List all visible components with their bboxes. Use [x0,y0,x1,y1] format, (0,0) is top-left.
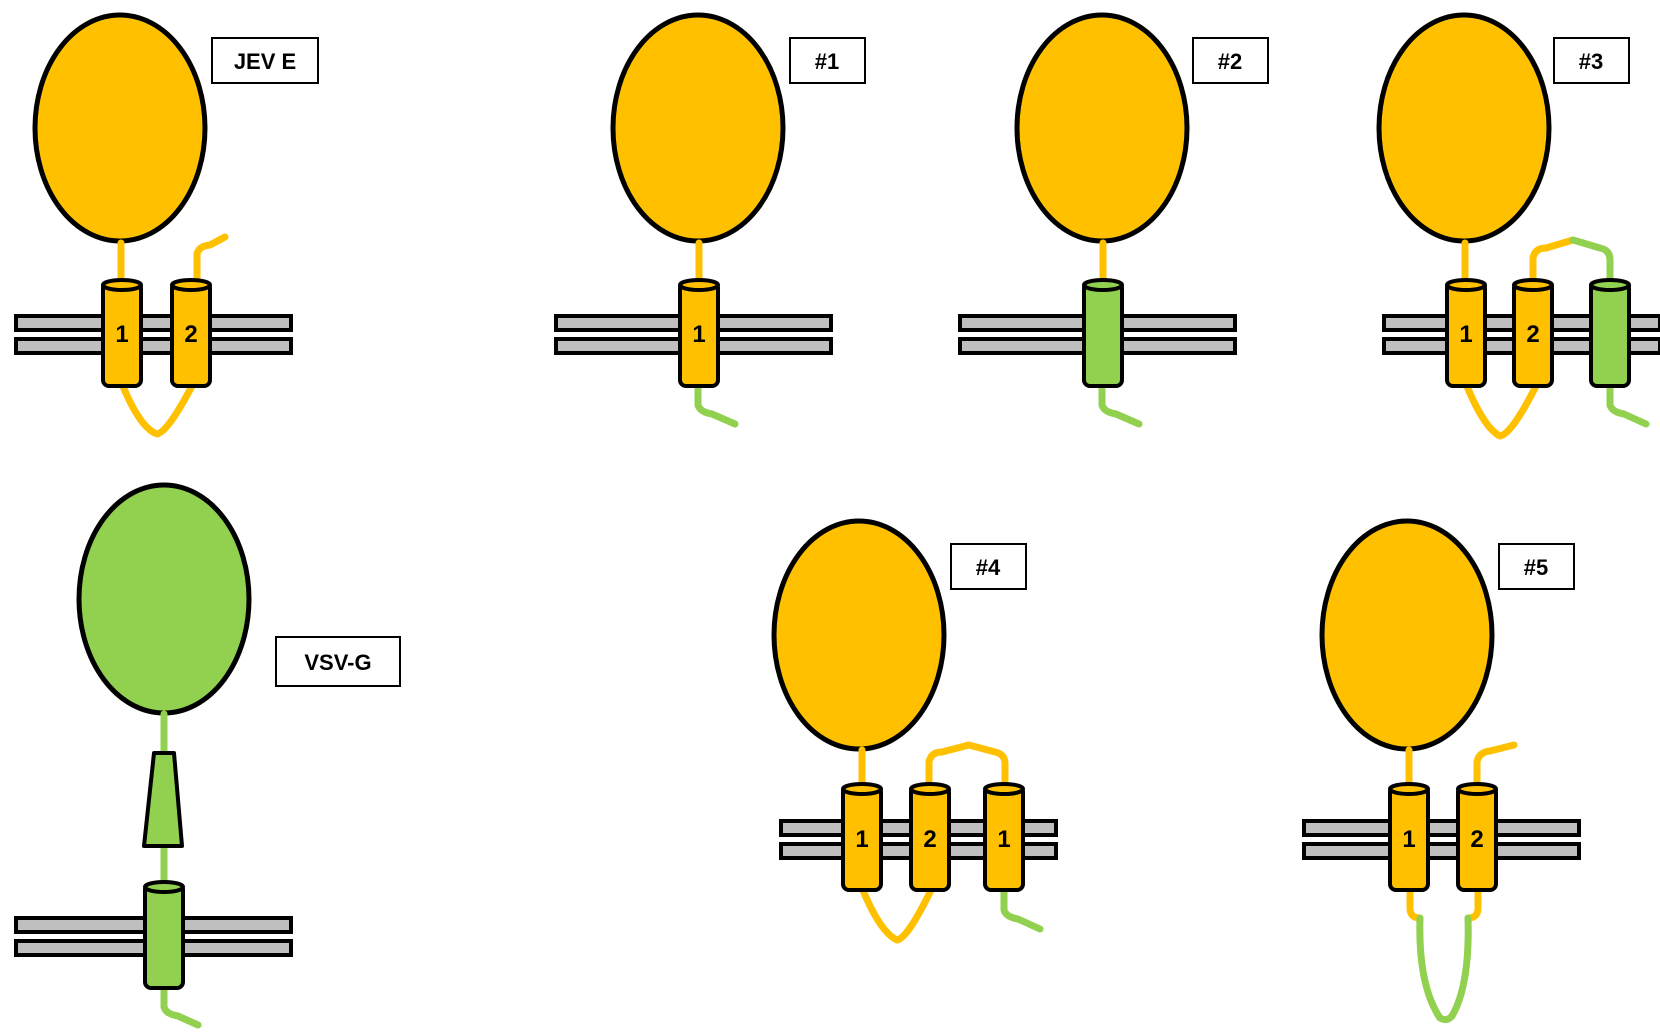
tm-helix-1-repeat-top [983,782,1025,796]
construct-2: #2 [958,12,1269,428]
tm-helix-2-top [1456,782,1498,796]
membrane-inner-layer [14,337,293,355]
construct-label-box [275,636,401,687]
tm-helix-1-top [101,278,143,292]
tm2-extension [1529,236,1577,292]
tm-helix-1-top [678,278,720,292]
tm-helix-2-top [909,782,951,796]
membrane-outer-layer [1302,819,1581,837]
tm-label-1: 1 [692,321,705,348]
tm-connecting-loop [1462,380,1541,440]
construct-label-box [1498,543,1575,590]
construct-jev-e: 1 2 JEV E [14,12,319,438]
tm-helix-vsv [1082,280,1124,388]
cytoplasmic-tail [1606,380,1650,428]
construct-3: 1 2 #3 [1376,12,1660,440]
ectodomain-oval [610,12,786,244]
tm-connecting-loop [118,380,197,438]
ectodomain-oval [1319,518,1495,752]
ectodomain-oval [76,482,252,716]
construct-label: #3 [1579,49,1603,74]
tm2-extension [1473,741,1518,796]
tm-helix-vsv-top [143,880,185,894]
tm2-tm3-linker [925,741,1009,796]
construct-label: #5 [1524,555,1548,580]
tm-helix-vsv [143,882,185,990]
stem-trapezoid [142,751,184,848]
construct-4: 1 2 1 #4 [771,518,1058,944]
cytoplasmic-tail [160,982,202,1029]
tm-helix-2-top [170,278,212,292]
membrane-outer-layer [14,314,293,332]
ectodomain-oval [32,12,208,244]
cytoplasmic-tail [1000,884,1044,933]
tm2-cyto-stub [1464,884,1482,922]
tm-label-1-repeat: 1 [997,826,1010,853]
construct-label-box [1192,37,1269,84]
tm-label-2: 2 [923,826,936,853]
tm-label-1: 1 [115,321,128,348]
construct-label-box [1553,37,1630,84]
construct-label-box [950,543,1027,590]
tm1-cyto-stub [1406,884,1424,922]
cytoplasmic-tail [694,380,739,428]
tm-connecting-loop-vsv [1416,914,1472,1024]
construct-label-box [789,37,866,84]
tm-helix-1-top [1388,782,1430,796]
construct-vsv-g: VSV-G [14,482,401,1029]
tm-helix-vsv-top [1589,278,1631,292]
construct-label: #2 [1218,49,1242,74]
tm-label-1: 1 [855,826,868,853]
ectodomain-oval [771,518,947,752]
tm-label-1: 1 [1459,321,1472,348]
tm-helix-vsv [1589,280,1631,388]
construct-label: #1 [815,49,839,74]
tm-label-1: 1 [1402,826,1415,853]
construct-label: JEV E [234,49,296,74]
ectodomain-oval [1376,12,1552,244]
tm-helix-2-top [1512,278,1554,292]
construct-1: 1 #1 [554,12,866,428]
tm2-extension [193,233,229,292]
tm-label-2: 2 [1526,321,1539,348]
construct-label-box [211,37,319,84]
construct-label: #4 [976,555,1001,580]
tm-label-2: 2 [1470,826,1483,853]
tm-label-2: 2 [184,321,197,348]
tm-helix-1-top [1445,278,1487,292]
construct-5: 1 2 #5 [1302,518,1581,1024]
tm-connecting-loop [858,884,936,944]
ectodomain-oval [1014,12,1190,244]
cytoplasmic-tail [1098,380,1143,428]
tm-helix-vsv-top [1082,278,1124,292]
tm2-tm3-linker [1569,236,1614,292]
membrane-inner-layer [1302,842,1581,860]
tm-helix-1-top [841,782,883,796]
construct-label: VSV-G [304,650,371,675]
